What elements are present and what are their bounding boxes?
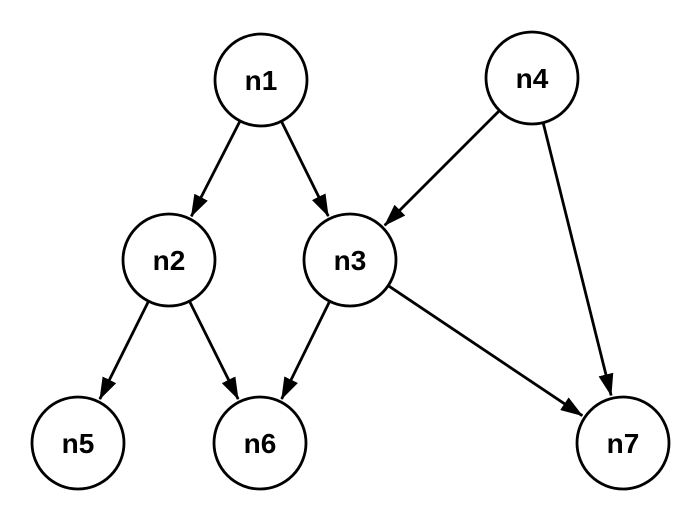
node-label-n5: n5 — [62, 428, 95, 459]
node-circle-n4 — [484, 30, 580, 126]
edge-n2-n5 — [98, 301, 150, 400]
node-n1: n1 — [213, 32, 309, 128]
node-n7: n7 — [575, 395, 671, 491]
node-n6: n6 — [212, 395, 308, 491]
node-label-n4: n4 — [516, 63, 549, 94]
node-label-n3: n3 — [334, 245, 367, 276]
node-circle-n3 — [302, 212, 398, 308]
node-label-n1: n1 — [245, 65, 278, 96]
edge-n1-n3 — [280, 121, 330, 217]
edge-n4-n3 — [383, 110, 500, 227]
node-circle-n5 — [30, 395, 126, 491]
node-circle-n6 — [212, 395, 308, 491]
node-circle-n2 — [121, 212, 217, 308]
node-label-n7: n7 — [607, 428, 640, 459]
node-n5: n5 — [30, 395, 126, 491]
node-label-n2: n2 — [153, 245, 186, 276]
node-n3: n3 — [302, 212, 398, 308]
edge-n3-n7 — [388, 285, 584, 417]
node-circle-n1 — [213, 32, 309, 128]
node-n2: n2 — [121, 212, 217, 308]
node-n4: n4 — [484, 30, 580, 126]
nodes-layer: n1 n2 n3 n4 n5 n6 n7 — [30, 30, 671, 491]
edges-layer — [98, 110, 614, 417]
edge-n3-n6 — [280, 301, 331, 400]
node-circle-n7 — [575, 395, 671, 491]
edge-n1-n2 — [190, 121, 241, 218]
edge-n4-n7 — [542, 123, 614, 397]
edge-n2-n6 — [188, 301, 240, 400]
node-label-n6: n6 — [244, 428, 277, 459]
